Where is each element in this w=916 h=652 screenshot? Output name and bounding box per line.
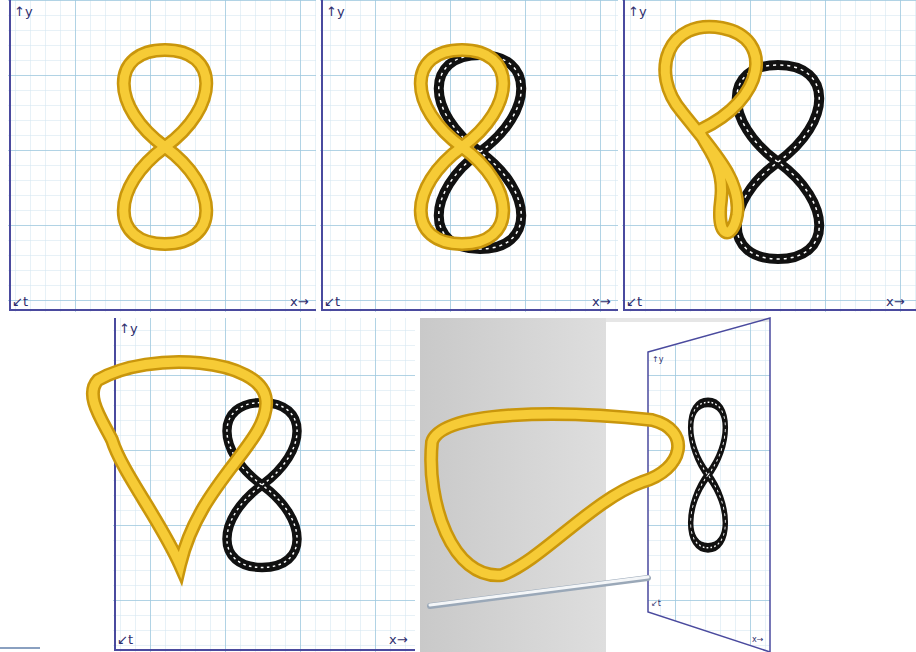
axis-label: x→	[886, 295, 905, 308]
black-curve	[691, 402, 726, 548]
grid-panel	[320, 0, 618, 312]
yellow-curve	[421, 50, 504, 244]
grid-panel	[622, 0, 916, 312]
axis-label: x→	[752, 636, 763, 644]
axis-label: x→	[592, 295, 611, 308]
axis-label: ↙t	[651, 600, 661, 608]
grid-panel	[0, 318, 415, 652]
yellow-curve	[665, 27, 756, 233]
axis-label: ↑y	[326, 5, 345, 18]
axis-label: ↑y	[652, 356, 663, 364]
axis-label: ↑y	[14, 5, 33, 18]
yellow-curve	[93, 362, 266, 565]
axis-label: x→	[290, 295, 309, 308]
yellow-curve	[124, 50, 207, 244]
yellow-curve	[431, 414, 678, 575]
axis-label: ↙t	[324, 295, 340, 308]
axis-label: ↙t	[12, 295, 28, 308]
axis-label: ↙t	[117, 633, 133, 646]
perspective-scene	[420, 318, 770, 652]
axis-label: ↑y	[628, 5, 647, 18]
axis-label: x→	[389, 633, 408, 646]
axis-label: ↑y	[119, 322, 138, 335]
axis-label: ↙t	[626, 295, 642, 308]
grid-panel	[8, 0, 316, 312]
